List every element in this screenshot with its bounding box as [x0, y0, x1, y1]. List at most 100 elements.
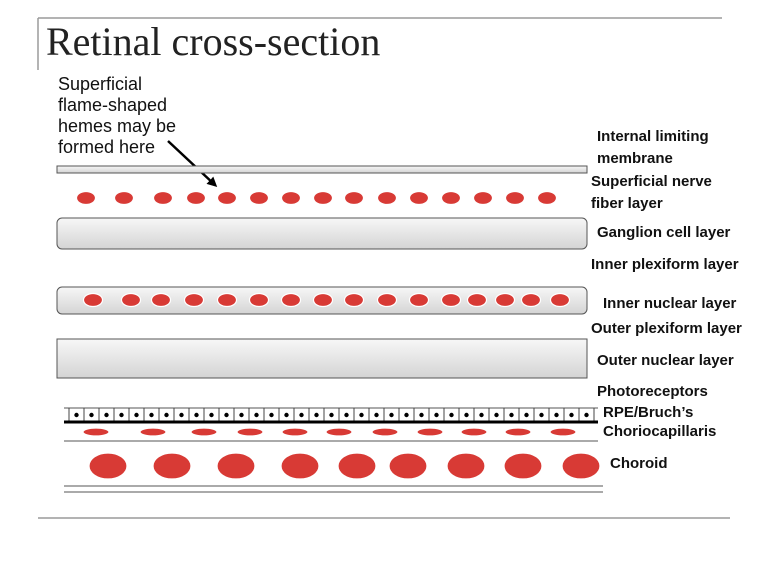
photoreceptor-dot	[239, 412, 244, 418]
choriocapillaris-cell	[236, 427, 264, 437]
photoreceptor-dot	[329, 412, 334, 418]
label-choriocapillaris: Choriocapillaris	[603, 421, 716, 443]
inner-nuclear-cell	[494, 292, 516, 308]
label-line: Choroid	[610, 455, 668, 472]
inner-nuclear-cell	[408, 292, 430, 308]
photoreceptor-dot	[74, 412, 79, 418]
inner-nuclear-cell	[150, 292, 172, 308]
nerve-fiber-cell	[185, 190, 207, 206]
photoreceptor-dot	[389, 412, 394, 418]
ganglion-cell-layer-band	[56, 217, 588, 250]
choriocapillaris-cell	[504, 427, 532, 437]
annotation-text: Superficial flame-shaped hemes may be fo…	[58, 74, 208, 158]
label-line: fiber layer	[591, 195, 663, 212]
nerve-fiber-cell	[113, 190, 135, 206]
inner-nuclear-cell	[343, 292, 365, 308]
photoreceptor-dot	[569, 412, 574, 418]
nerve-fiber-cell	[343, 190, 365, 206]
photoreceptor-dot	[584, 412, 589, 418]
inner-nuclear-cell	[183, 292, 205, 308]
label-line: Outer plexiform layer	[591, 320, 742, 337]
nerve-fiber-cell	[504, 190, 526, 206]
inner-nuclear-cell	[120, 292, 142, 308]
label-inner-plexiform-layer: Inner plexiform layer	[591, 254, 739, 276]
label-inner-nuclear-layer: Inner nuclear layer	[603, 293, 736, 315]
photoreceptor-dot	[209, 412, 214, 418]
nerve-fiber-cell	[376, 190, 398, 206]
inner-nuclear-cell	[440, 292, 462, 308]
photoreceptor-dot	[149, 412, 154, 418]
photoreceptor-dot	[269, 412, 274, 418]
photoreceptor-dot	[404, 412, 409, 418]
choriocapillaris-cell	[325, 427, 353, 437]
photoreceptor-dot	[224, 412, 229, 418]
inner-nuclear-cell	[376, 292, 398, 308]
photoreceptor-ticks	[68, 408, 595, 422]
choroid-vessel	[216, 452, 256, 480]
inner-nuclear-cell	[312, 292, 334, 308]
photoreceptor-dot	[344, 412, 349, 418]
photoreceptor-dot	[479, 412, 484, 418]
choroid-vessel	[503, 452, 543, 480]
photoreceptor-dot	[554, 412, 559, 418]
internal-limiting-membrane-band	[56, 165, 588, 174]
choriocapillaris-cell	[416, 427, 444, 437]
photoreceptor-dot	[494, 412, 499, 418]
choriocapillaris-cell	[371, 427, 399, 437]
label-line: Ganglion cell layer	[597, 224, 731, 241]
choriocapillaris-cell	[549, 427, 577, 437]
photoreceptor-dot	[164, 412, 169, 418]
inner-nuclear-cell	[549, 292, 571, 308]
label-line: Outer nuclear layer	[597, 352, 734, 369]
annotation-line: flame-shaped	[58, 95, 168, 115]
label-superficial-nerve-fiber-layer: Superficial nerve fiber layer	[591, 171, 712, 215]
label-line: Inner plexiform layer	[591, 256, 739, 273]
photoreceptor-dot	[89, 412, 94, 418]
slide-title: Retinal cross-section	[46, 19, 381, 64]
choroid-vessel	[152, 452, 192, 480]
choriocapillaris-cell	[139, 427, 167, 437]
choroid-vessel	[88, 452, 128, 480]
choriocapillaris-cell	[460, 427, 488, 437]
choroid-vessel	[561, 452, 601, 480]
photoreceptor-dot	[539, 412, 544, 418]
nerve-fiber-cell	[152, 190, 174, 206]
inner-nuclear-cell	[520, 292, 542, 308]
nerve-fiber-cell	[75, 190, 97, 206]
label-internal-limiting-membrane: Internal limiting membrane	[597, 126, 709, 170]
annotation-line: Superficial	[58, 74, 143, 94]
photoreceptor-dot	[284, 412, 289, 418]
label-line: Choriocapillaris	[603, 423, 717, 440]
photoreceptor-dot	[359, 412, 364, 418]
label-line: Inner nuclear layer	[603, 295, 737, 312]
label-outer-plexiform-layer: Outer plexiform layer	[591, 318, 742, 340]
label-rpe-bruchs: RPE/Bruch’s	[603, 402, 693, 424]
label-line: membrane	[597, 150, 673, 167]
choroid-vessel	[388, 452, 428, 480]
nerve-fiber-cell	[216, 190, 238, 206]
photoreceptor-dot	[299, 412, 304, 418]
photoreceptor-dot	[134, 412, 139, 418]
inner-nuclear-cell	[82, 292, 104, 308]
photoreceptor-dot	[449, 412, 454, 418]
nerve-fiber-cells	[75, 190, 558, 206]
annotation-line: hemes may be	[58, 116, 177, 136]
nerve-fiber-cell	[440, 190, 462, 206]
nerve-fiber-cell	[312, 190, 334, 206]
inner-nuclear-cell	[280, 292, 302, 308]
photoreceptor-dot	[194, 412, 199, 418]
label-line: Internal limiting	[597, 128, 709, 145]
label-choroid: Choroid	[610, 453, 668, 475]
outer-nuclear-layer-band	[56, 338, 588, 379]
choriocapillaris-cell	[281, 427, 309, 437]
choroid-vessels	[88, 452, 601, 480]
inner-nuclear-cells	[82, 292, 571, 308]
choroid-vessel	[337, 452, 377, 480]
photoreceptor-dot	[314, 412, 319, 418]
choriocapillaris-cell	[190, 427, 218, 437]
label-photoreceptors: Photoreceptors	[597, 381, 708, 403]
nerve-fiber-cell	[472, 190, 494, 206]
choroid-vessel	[446, 452, 486, 480]
annotation-arrow	[167, 140, 218, 188]
